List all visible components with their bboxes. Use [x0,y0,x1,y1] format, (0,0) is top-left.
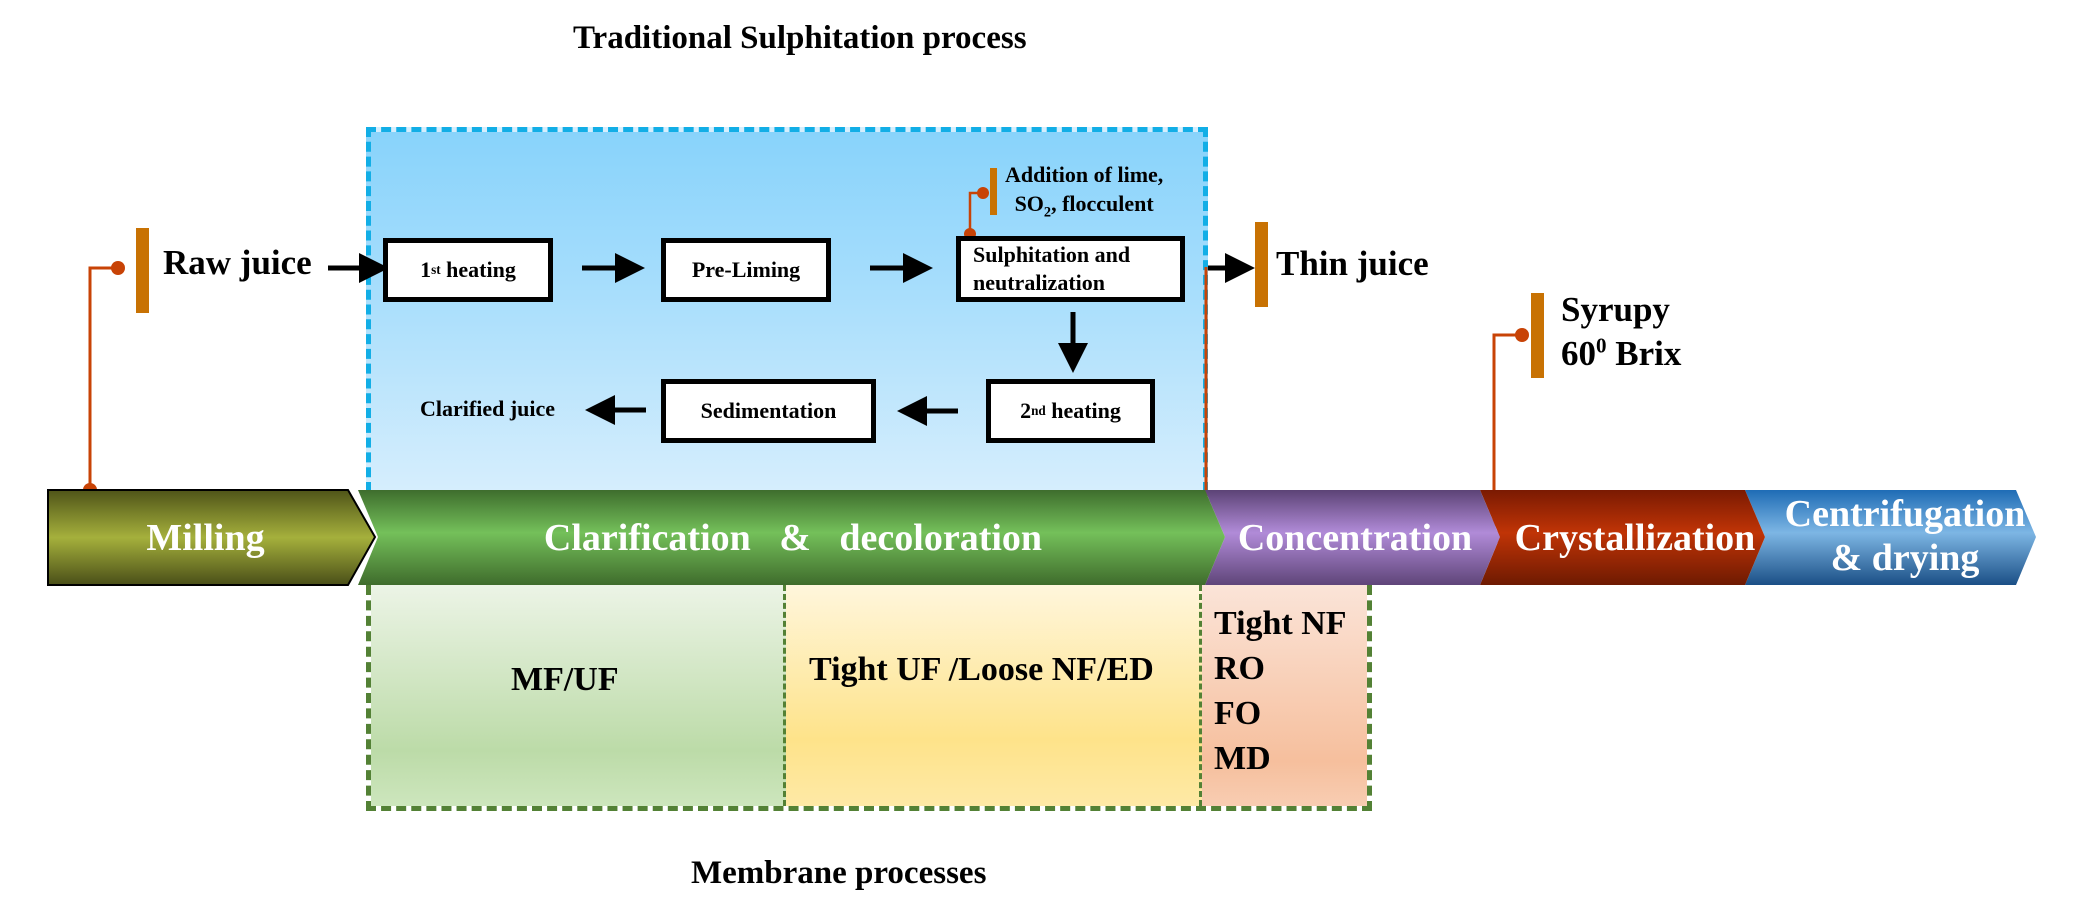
stage-concentration: Concentration [1237,517,1473,559]
traditional-process-title: Traditional Sulphitation process [573,20,1027,56]
additive-label-line1: Addition of lime, [1005,162,1164,187]
stage-shape-crystallization [1480,490,1765,585]
membrane-process-zone: MF/UF Tight UF /Loose NF/ED Tight NF RO … [366,585,1372,811]
raw-juice-connector-dot [111,261,125,275]
additive-marker [990,168,997,215]
raw-juice-connector [88,266,118,492]
step-second-heating-text: heating [1045,398,1121,423]
step-first-heating-text: heating [440,257,516,282]
membrane-cell-mf-uf: MF/UF [371,585,786,806]
stage-crystallization: Crystallization [1514,517,1756,559]
step-sulphitation-line2: neutralization [973,270,1105,295]
membrane-fo: FO [1214,695,1262,732]
stage-shape-milling [47,489,377,586]
stage-centrifugation: Centrifugation & drying [1755,492,2055,580]
thin-juice-label: Thin juice [1276,244,1429,283]
membrane-md: MD [1214,740,1271,777]
syrupy-brix-text: Brix [1606,334,1682,373]
membrane-ro: RO [1214,650,1265,687]
syrupy-brix-sup: 0 [1596,333,1607,358]
syrupy-label-line1: Syrupy [1561,290,1670,329]
clarified-juice-label: Clarified juice [420,396,556,421]
stage-shape-centrifugation [1745,490,2036,585]
membrane-tight-uf-label: Tight UF /Loose NF/ED [809,651,1154,688]
membrane-cell-concentration: Tight NF RO FO MD [1202,585,1367,806]
syrupy-label-line2: 600 Brix [1561,332,1681,376]
stage-milling: Milling [146,517,265,559]
additive-label: Addition of lime, SO2, flocculent [1005,160,1164,221]
additive-label-line2: SO2, flocculent [1005,189,1163,221]
raw-juice-marker [136,228,149,313]
thin-juice-marker [1255,222,1268,307]
step-sulphitation: Sulphitation and neutralization [956,236,1185,302]
stage-clarification: Clarification & decoloration [543,517,1043,559]
membrane-processes-title: Membrane processes [691,855,987,891]
step-pre-liming: Pre-Liming [661,238,831,302]
step-sulphitation-line1: Sulphitation and [973,242,1131,267]
stage-centrifugation-line1: Centrifugation [1784,493,2026,535]
syrupy-connector [1492,333,1522,537]
membrane-mf-uf-label: MF/UF [511,661,619,698]
additive-connector-dot-top [977,187,989,199]
stage-banner: Milling Clarification & decoloration Con… [0,489,2076,586]
additive-so-sub: 2 [1043,204,1052,221]
stage-banner-shapes [47,489,2036,586]
syrupy-brix-num: 60 [1561,334,1596,373]
stage-centrifugation-line2: & drying [1830,537,1980,579]
syrupy-label: Syrupy 600 Brix [1561,288,1681,376]
stage-shape-clarification [358,490,1225,585]
syrupy-connector-dot [1515,328,1529,342]
step-second-heating-num: 2 [1020,398,1032,423]
step-sedimentation: Sedimentation [661,379,876,443]
additive-flocculent-text: , flocculent [1051,191,1154,216]
membrane-concentration-list: Tight NF RO FO MD [1214,601,1347,781]
syrupy-marker [1531,293,1544,378]
additive-so-text: SO [1014,191,1044,216]
membrane-cell-tight-uf: Tight UF /Loose NF/ED [786,585,1202,806]
raw-juice-label: Raw juice [163,243,312,282]
membrane-tight-nf: Tight NF [1214,605,1347,642]
step-first-heating-num: 1 [420,257,432,282]
stage-shape-concentration [1205,490,1500,585]
